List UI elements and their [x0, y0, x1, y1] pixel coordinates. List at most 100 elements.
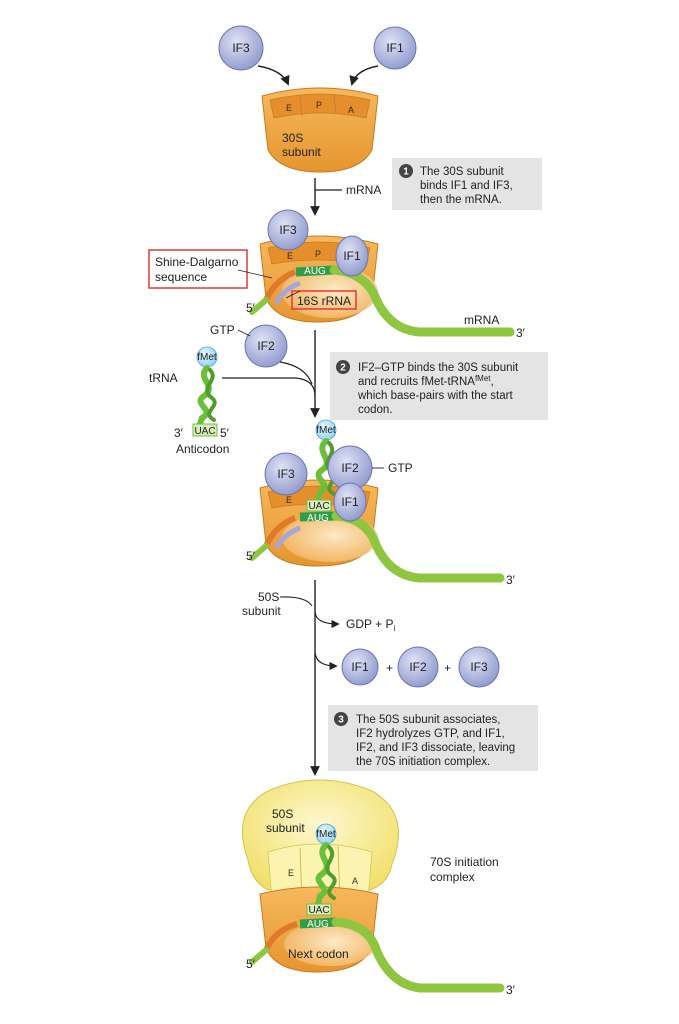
step-1-line-2: binds IF1 and IF3, — [420, 180, 513, 192]
released-if1 — [341, 648, 379, 686]
five-prime-2: 5′ — [246, 301, 256, 315]
fmet-label-3: fMet — [316, 829, 336, 840]
shine-dalgarno-annotation: Shine-Dalgarno sequence — [148, 249, 273, 289]
fmet-label-1: fMet — [197, 352, 217, 363]
stage-3: E AUG fMet UAC IF3 IF2 IF1 — [242, 419, 538, 776]
if2-factor-complex: IF2 — [327, 445, 373, 491]
site-p: P — [316, 100, 322, 110]
released-if3 — [458, 646, 500, 688]
released-if3-label: IF3 — [470, 660, 488, 674]
anticodon-label: Anticodon — [176, 442, 229, 456]
aug-label-3: AUG — [307, 513, 329, 524]
step-3-line-2: IF2 hydrolyzes GTP, and IF1, — [356, 728, 505, 740]
if1-factor-complex: IF1 — [333, 482, 367, 522]
step-2-line-3: which base-pairs with the start — [357, 390, 513, 402]
site-e-4: E — [288, 868, 294, 878]
shine-dalgarno-label-line2: sequence — [155, 270, 207, 284]
trna-label: tRNA — [149, 371, 178, 385]
if3-factor-bound: IF3 — [267, 209, 309, 251]
uac-label-2: UAC — [308, 501, 329, 512]
released-if2 — [397, 646, 439, 688]
fmet-trna-free: fMet UAC — [192, 346, 218, 437]
fmet-trna-bound: fMet UAC — [306, 419, 337, 512]
gtp-label-1: GTP — [210, 323, 235, 337]
released-factors: IF1 + IF2 + IF3 — [341, 646, 500, 688]
if3-binding-arrow — [257, 65, 290, 86]
three-prime-trna: 3′ — [174, 426, 184, 440]
mrna-label-2: mRNA — [464, 313, 499, 327]
step-2-superscript: fMet — [475, 374, 491, 383]
if3-complex-label: IF3 — [277, 467, 295, 481]
step-1-number: 1 — [403, 167, 409, 178]
gdp-pi-label: GDP + P — [346, 617, 393, 631]
subunit-30s-label-line1: 30S — [282, 131, 303, 145]
initiation-complex-label-line1: 70S initiation — [430, 855, 499, 869]
step-2-box: 2 IF2–GTP binds the 30S subunit and recr… — [330, 352, 548, 420]
subunit-30s-free: E P A 30S subunit — [261, 87, 379, 173]
released-if1-label: IF1 — [351, 660, 369, 674]
site-a-4: A — [352, 876, 358, 886]
mrna-strand-4 — [331, 917, 505, 993]
if2-label: IF2 — [257, 339, 275, 353]
shine-dalgarno-segment — [263, 269, 297, 302]
if1-complex-label: IF1 — [341, 495, 359, 509]
step-1-box: 1 The 30S subunit binds IF1 and IF3, the… — [392, 158, 542, 210]
if1-bound-label: IF1 — [343, 249, 361, 263]
gdp-pi-subscript: i — [393, 624, 395, 633]
stage-70s-complex: E A 50S subunit AUG fMet UAC Next codon … — [241, 779, 516, 997]
subunit-30s-70s: AUG — [249, 886, 505, 993]
site-p-2: P — [315, 249, 321, 259]
aug-label-4: AUG — [307, 919, 329, 930]
aug-label: AUG — [304, 266, 326, 277]
site-e-2: E — [287, 251, 293, 261]
site-a: A — [348, 105, 354, 115]
gtp-label-2: GTP — [388, 461, 413, 475]
svg-text:and recruits fMet-tRNAfMet,: and recruits fMet-tRNAfMet, — [358, 374, 494, 389]
subunit-50s-input-line1: 50S — [258, 590, 279, 604]
step-1-line-3: then the mRNA. — [420, 194, 502, 206]
plus-1: + — [386, 661, 393, 675]
step-3-line-1: The 50S subunit associates, — [356, 714, 500, 726]
subunit-30s-label-line2: subunit — [282, 145, 321, 159]
aug-codon-bar — [295, 265, 335, 277]
fmet-trna-p-site: fMet UAC — [306, 823, 337, 916]
rrna-16s-label: 16S rRNA — [297, 294, 351, 308]
if3-factor-top: IF3 — [218, 25, 264, 71]
subunit-50s-label-line2: subunit — [266, 821, 305, 835]
three-prime-3: 3′ — [506, 573, 516, 587]
step-3-number: 3 — [338, 715, 344, 726]
site-e-3: E — [286, 495, 292, 505]
uac-label-1: UAC — [194, 426, 215, 437]
rrna-16s-annotation: 16S rRNA — [285, 290, 357, 310]
if1-binding-arrow — [349, 65, 379, 86]
if1-label: IF1 — [386, 41, 404, 55]
if3-label: IF3 — [232, 41, 250, 55]
three-prime-4: 3′ — [506, 983, 516, 997]
next-codon-label: Next codon — [288, 947, 349, 961]
step-2-number: 2 — [340, 363, 346, 374]
if2-complex-label: IF2 — [341, 461, 359, 475]
five-prime-3: 5′ — [246, 549, 256, 563]
if1-factor-bound: IF1 — [335, 235, 369, 277]
stage-2: E P AUG IF3 IF1 Shine-Dalgarno sequence … — [148, 209, 548, 456]
five-prime-4: 5′ — [246, 957, 256, 971]
three-prime-2: 3′ — [516, 326, 526, 340]
step-3-line-3: IF2, and IF3 dissociate, leaving — [356, 742, 515, 754]
step-2-line-4: codon. — [358, 404, 393, 416]
uac-label-3: UAC — [308, 905, 329, 916]
stage-1: IF3 IF1 E P A 30S subunit mRNA 1 The 30S… — [218, 25, 542, 216]
subunit-50s-input-line2: subunit — [242, 604, 281, 618]
step-1-line-1: The 30S subunit — [420, 166, 505, 178]
if2-factor-free: IF2 — [244, 324, 288, 368]
mrna-input-label: mRNA — [346, 183, 381, 197]
step-3-line-4: the 70S initiation complex. — [356, 756, 490, 768]
rrna-16s-segment — [273, 280, 301, 305]
fmet-label-2: fMet — [316, 425, 336, 436]
shine-dalgarno-label-line1: Shine-Dalgarno — [155, 255, 239, 269]
five-prime-trna: 5′ — [220, 426, 230, 440]
svg-text:GDP + Pi: GDP + Pi — [346, 617, 395, 633]
if1-factor-top: IF1 — [373, 26, 417, 70]
step-2-line-1: IF2–GTP binds the 30S subunit — [358, 362, 519, 374]
released-if2-label: IF2 — [409, 660, 427, 674]
